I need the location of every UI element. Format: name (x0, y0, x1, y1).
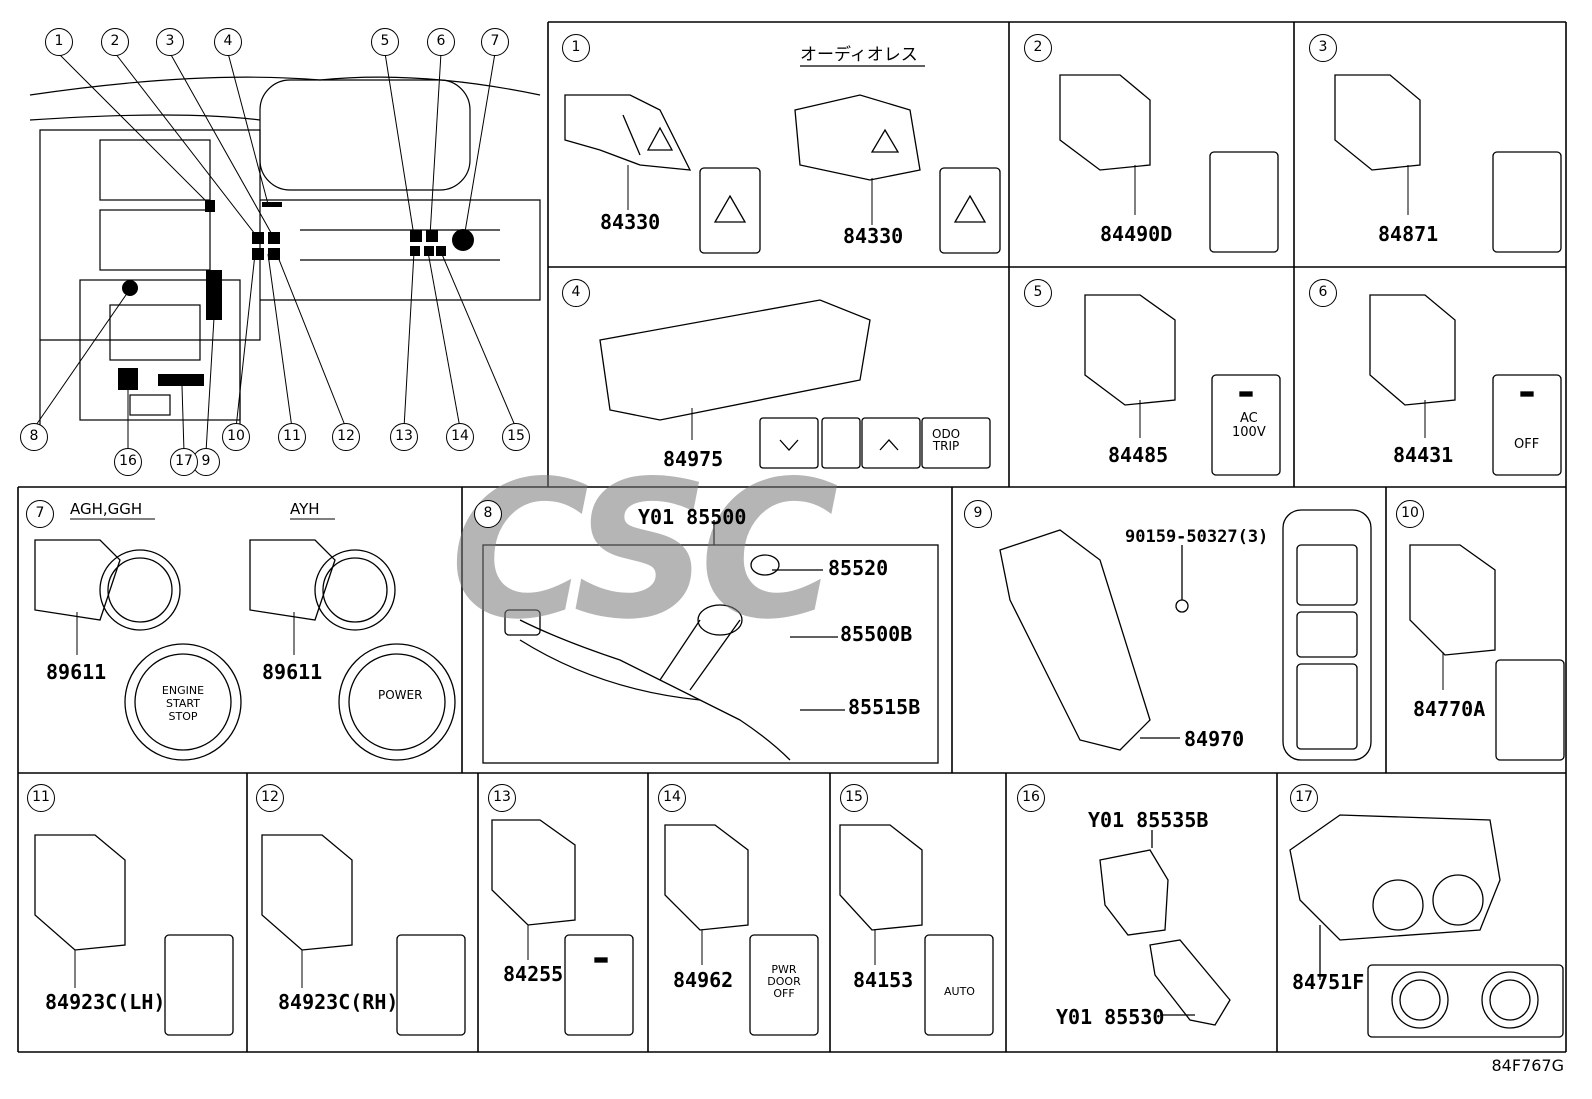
callout-15: 15 (502, 423, 530, 451)
ac-100v-button: AC 100V (1232, 411, 1266, 440)
part-number: 84962 (673, 968, 734, 992)
callout-3: 3 (156, 28, 184, 56)
callout-1: 1 (45, 28, 73, 56)
panel-number: 10 (1396, 500, 1424, 528)
panel-number: 17 (1290, 784, 1318, 812)
variant-label: AYH (290, 500, 320, 518)
callout-17: 17 (170, 448, 198, 476)
callout-14: 14 (446, 423, 474, 451)
part-number: 84923C(RH) (278, 990, 399, 1014)
panel-number: 16 (1017, 784, 1045, 812)
part-number: 84255 (503, 962, 564, 986)
panel-number: 12 (256, 784, 284, 812)
part-number: 84330 (843, 224, 904, 248)
callout-4: 4 (214, 28, 242, 56)
variant-label: AGH,GGH (70, 500, 143, 518)
part-number: Y01 85530 (1056, 1005, 1165, 1029)
panel-number: 9 (964, 500, 992, 528)
panel-number: 8 (474, 500, 502, 528)
callout-8: 8 (20, 423, 48, 451)
callout-2: 2 (101, 28, 129, 56)
part-number: 84485 (1108, 443, 1169, 467)
callout-6: 6 (427, 28, 455, 56)
watermark: CSC (450, 440, 839, 661)
panel-number: 4 (562, 279, 590, 307)
panel-number: 7 (26, 500, 54, 528)
auto-label: AUTO (944, 985, 975, 998)
panel-number: 11 (27, 784, 55, 812)
panel-number: 14 (658, 784, 686, 812)
panel-number: 1 (562, 34, 590, 62)
panel-number: 2 (1024, 34, 1052, 62)
off-button: OFF (1514, 437, 1540, 452)
part-number: 84431 (1393, 443, 1454, 467)
part-number: 85520 (828, 556, 889, 580)
part-number: 84923C(LH) (45, 990, 166, 1014)
part-number: Y01 85535B (1088, 808, 1209, 832)
part-number: 84975 (663, 447, 724, 471)
power-label: POWER (378, 688, 423, 702)
part-number: 84153 (853, 968, 914, 992)
callout-16: 16 (114, 448, 142, 476)
callout-12: 12 (332, 423, 360, 451)
panel-number: 6 (1309, 279, 1337, 307)
callout-10: 10 (222, 423, 250, 451)
part-number: 85515B (848, 695, 921, 719)
callout-5: 5 (371, 28, 399, 56)
engine-start-stop-label: ENGINE START STOP (161, 684, 205, 723)
part-number: 84330 (600, 210, 661, 234)
part-number: 84490D (1100, 222, 1173, 246)
panel-number: 15 (840, 784, 868, 812)
part-number: 84770A (1413, 697, 1486, 721)
pwr-door-off-label: PWR DOOR OFF (767, 963, 801, 1000)
part-number: 89611 (262, 660, 323, 684)
odo-trip-button: ODO TRIP (932, 427, 961, 453)
part-number: 84751F (1292, 970, 1365, 994)
part-number: 85500B (840, 622, 913, 646)
callout-7: 7 (481, 28, 509, 56)
callout-13: 13 (390, 423, 418, 451)
callout-11: 11 (278, 423, 306, 451)
panel-number: 3 (1309, 34, 1337, 62)
part-number: 84970 (1184, 727, 1245, 751)
part-number: 84871 (1378, 222, 1439, 246)
part-number: 89611 (46, 660, 107, 684)
audioless-note: オーディオレス (800, 45, 918, 65)
diagram-code: 84F767G (1491, 1056, 1565, 1075)
panel-number: 5 (1024, 279, 1052, 307)
part-number: 90159-50327(3) (1125, 527, 1269, 547)
panel-number: 13 (488, 784, 516, 812)
part-number: Y01 85500 (638, 505, 747, 529)
